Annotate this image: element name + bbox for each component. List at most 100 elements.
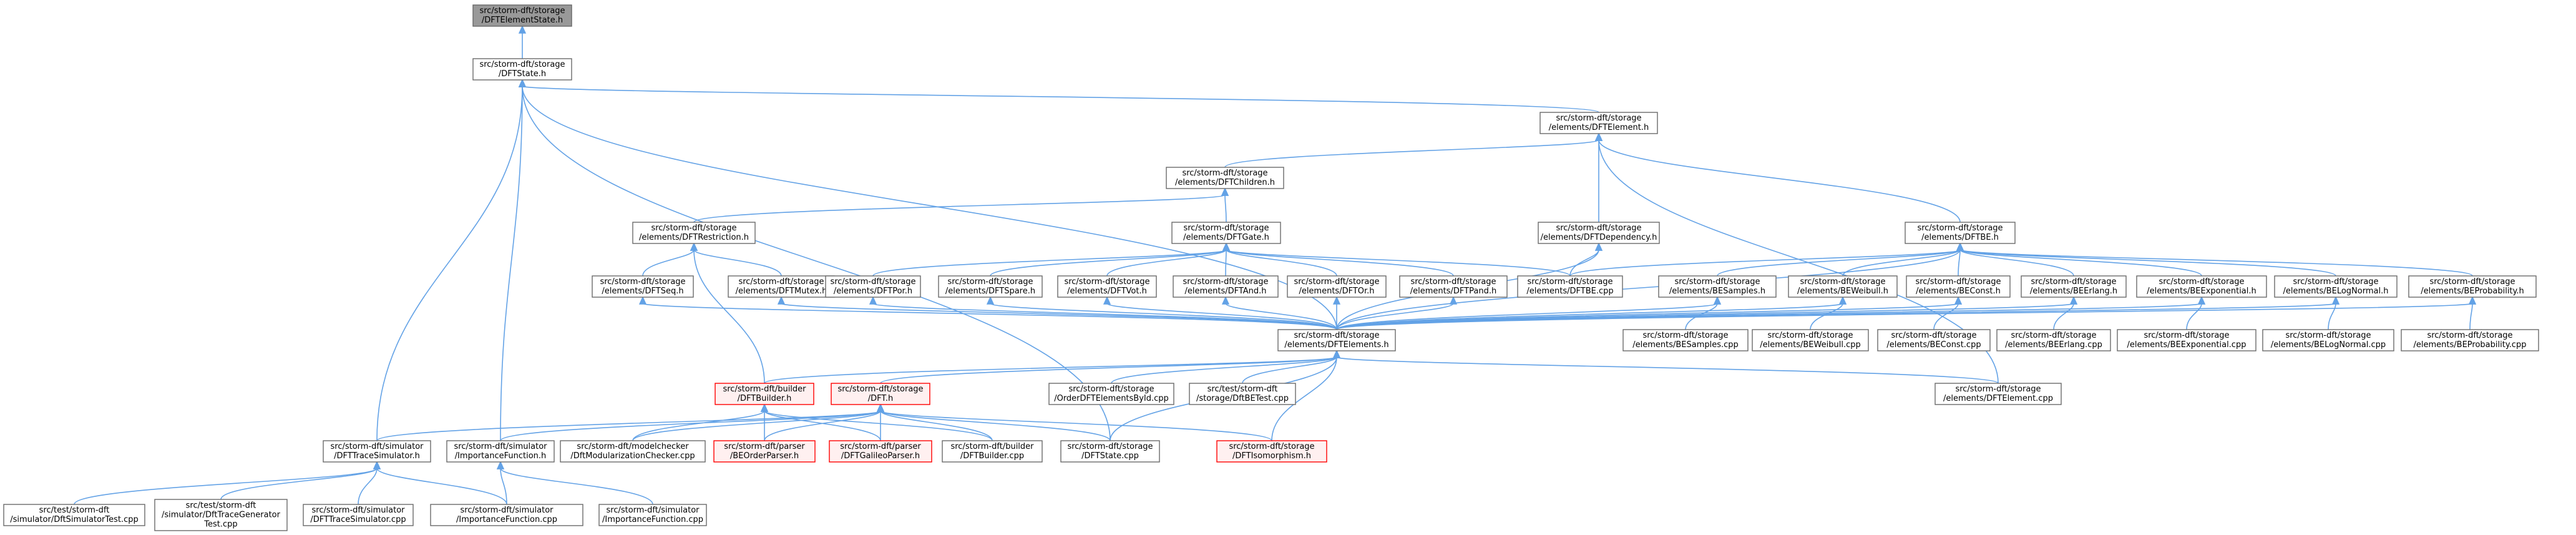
node-besamples-h[interactable]: src/storm-dft/storage/elements/BESamples… <box>1658 275 1777 298</box>
node-tracesim-h[interactable]: src/storm-dft/simulator/DFTTraceSimulato… <box>323 440 431 463</box>
edge-n_and-to-n_dftelements_h <box>1221 296 1337 330</box>
node-dependency[interactable]: src/storm-dft/storage/elements/DFTDepend… <box>1538 222 1660 244</box>
node-gate[interactable]: src/storm-dft/storage/elements/DFTGate.h <box>1171 222 1281 244</box>
edge-line <box>781 303 1337 330</box>
node-galileoparser[interactable]: src/storm-dft/parser/DFTGalileoParser.h <box>829 440 932 463</box>
edge-n_dftelement_h-to-n_be <box>1594 132 1961 223</box>
node-isomorphism[interactable]: src/storm-dft/storage/DFTIsomorphism.h <box>1216 440 1327 463</box>
node-orderbyid[interactable]: src/storm-dft/storage/OrderDFTElementsBy… <box>1048 383 1174 405</box>
edge-line <box>1336 303 2336 330</box>
node-label-line: /elements/BEConst.h <box>1916 287 2001 296</box>
node-beorderparser[interactable]: src/storm-dft/parser/BEOrderParser.h <box>713 440 816 463</box>
node-label-line: /elements/DFTOr.h <box>1299 287 1374 296</box>
node-beexp-h[interactable]: src/storm-dft/storage/elements/BEExponen… <box>2136 275 2267 298</box>
node-box <box>592 275 694 298</box>
node-label-line: /elements/DFTRestriction.h <box>639 233 749 242</box>
edge-n_dftstate_h-to-n_impfunc_h <box>500 79 527 441</box>
edge-line <box>990 303 1337 330</box>
node-restriction[interactable]: src/storm-dft/storage/elements/DFTRestri… <box>632 222 756 244</box>
node-or[interactable]: src/storm-dft/storage/elements/DFTOr.h <box>1287 275 1387 298</box>
edge-line <box>880 410 1272 441</box>
node-tracegentest[interactable]: src/test/storm-dft/simulator/DftTraceGen… <box>154 499 288 531</box>
edge-n_beconst_h-to-n_dftelements_h <box>1336 296 1963 330</box>
node-pand[interactable]: src/storm-dft/storage/elements/DFTPand.h <box>1399 275 1508 298</box>
node-impfunc-cpp2[interactable]: src/storm-dft/simulator/ImportanceFuncti… <box>598 504 707 526</box>
edge-arrowhead <box>690 242 698 251</box>
edge-line <box>500 468 653 505</box>
node-label-line: /elements/DFTElement.cpp <box>1943 394 2053 403</box>
edge-arrowhead <box>2197 296 2206 305</box>
edge-arrowhead <box>1956 242 1964 251</box>
node-dftelements-h[interactable]: src/storm-dft/storage/elements/DFTElemen… <box>1277 329 1396 351</box>
edge-line <box>2053 303 2074 330</box>
node-seq[interactable]: src/storm-dft/storage/elements/DFTSeq.h <box>592 275 694 298</box>
node-builder-cpp[interactable]: src/storm-dft/builder/DFTBuilder.cpp <box>942 440 1043 463</box>
node-beconst-h[interactable]: src/storm-dft/storage/elements/BEConst.h <box>1906 275 2011 298</box>
node-elementstate[interactable]: src/storm-dft/storage/DFTElementState.h <box>472 4 572 27</box>
node-be[interactable]: src/storm-dft/storage/elements/DFTBE.h <box>1905 222 2016 244</box>
node-dft-h[interactable]: src/storm-dft/storage/DFT.h <box>831 383 930 405</box>
node-box <box>1934 383 2062 405</box>
node-beweibull-cpp[interactable]: src/storm-dft/storage/elements/BEWeibull… <box>1752 329 1869 351</box>
node-belognormal-h[interactable]: src/storm-dft/storage/elements/BELogNorm… <box>2274 275 2398 298</box>
edge-line <box>880 356 1337 384</box>
node-dftstate-h[interactable]: src/storm-dft/storage/DFTState.h <box>472 58 572 81</box>
node-beexp-cpp[interactable]: src/storm-dft/storage/elements/BEExponen… <box>2117 329 2256 351</box>
node-dftchildren[interactable]: src/storm-dft/storage/elements/DFTChildr… <box>1166 167 1284 189</box>
edge-n_dft_h-to-n_modchecker <box>632 403 885 441</box>
node-beprob-cpp[interactable]: src/storm-dft/storage/elements/BEProbabi… <box>2401 329 2539 351</box>
node-vot[interactable]: src/storm-dft/storage/elements/DFTVot.h <box>1057 275 1157 298</box>
node-dftelement-h[interactable]: src/storm-dft/storage/elements/DFTElemen… <box>1539 112 1658 134</box>
node-beprob-h[interactable]: src/storm-dft/storage/elements/BEProbabi… <box>2408 275 2537 298</box>
node-box <box>1906 275 2011 298</box>
node-impfunc-cpp1[interactable]: src/storm-dft/simulator/ImportanceFuncti… <box>430 504 583 526</box>
node-dftbe-cpp[interactable]: src/storm-dft/storage/elements/DFTBE.cpp <box>1517 275 1623 298</box>
edge-n_por-to-n_dftelements_h <box>869 296 1337 330</box>
node-tracesim-cpp[interactable]: src/storm-dft/simulator/DFTTraceSimulato… <box>303 504 414 526</box>
node-label-line: src/storm-dft/simulator <box>607 506 700 515</box>
node-drbetest[interactable]: src/test/storm-dft/storage/DftBETest.cpp <box>1189 383 1296 405</box>
node-mutex[interactable]: src/storm-dft/storage/elements/DFTMutex.… <box>728 275 835 298</box>
edge-arrowhead <box>876 403 885 412</box>
node-por[interactable]: src/storm-dft/storage/elements/DFTPor.h <box>825 275 921 298</box>
edge-arrowhead <box>1954 296 1963 305</box>
node-dftstate-cpp[interactable]: src/storm-dft/storage/DFTState.cpp <box>1060 440 1160 463</box>
edge-line <box>500 86 523 441</box>
node-box <box>1057 275 1157 298</box>
node-box <box>154 499 288 531</box>
node-label-line: src/storm-dft/storage <box>1064 277 1149 287</box>
edge-n_mutex-to-n_dftelements_h <box>777 296 1337 330</box>
node-box <box>303 504 414 526</box>
node-box <box>2262 329 2394 351</box>
edge-line <box>1336 356 1999 384</box>
node-label-line: src/storm-dft/parser <box>724 442 805 451</box>
node-spare[interactable]: src/storm-dft/storage/elements/DFTSpare.… <box>938 275 1043 298</box>
node-beconst-cpp[interactable]: src/storm-dft/storage/elements/BEConst.c… <box>1877 329 1991 351</box>
edge-arrowhead <box>1838 296 1847 305</box>
node-belognormal-cpp[interactable]: src/storm-dft/storage/elements/BELogNorm… <box>2262 329 2394 351</box>
node-beerlang-cpp[interactable]: src/storm-dft/storage/elements/BEErlang.… <box>1996 329 2111 351</box>
node-box <box>1287 275 1387 298</box>
node-besamples-cpp[interactable]: src/storm-dft/storage/elements/BESamples… <box>1622 329 1749 351</box>
node-box <box>1517 275 1623 298</box>
node-beerlang-h[interactable]: src/storm-dft/storage/elements/BEErlang.… <box>2021 275 2127 298</box>
node-box <box>1752 329 1869 351</box>
node-label-line: /elements/DFTChildren.h <box>1175 178 1275 187</box>
node-box <box>2021 275 2127 298</box>
edge-n_besamples_h-to-n_dftelements_h <box>1336 296 1722 330</box>
node-simtest[interactable]: src/test/storm-dft/simulator/DftSimulato… <box>3 504 145 526</box>
node-impfunc-h[interactable]: src/storm-dft/simulator/ImportanceFuncti… <box>446 440 555 463</box>
node-box <box>942 440 1043 463</box>
edge-n_dftstate_h-to-n_tracesim_h <box>376 79 527 441</box>
node-modchecker[interactable]: src/storm-dft/modelchecker/DftModulariza… <box>560 440 706 463</box>
node-builder-h[interactable]: src/storm-dft/builder/DFTBuilder.h <box>715 383 814 405</box>
node-label-line: src/storm-dft/builder <box>950 442 1034 451</box>
edge-line <box>376 86 523 441</box>
node-beweibull-h[interactable]: src/storm-dft/storage/elements/BEWeibull… <box>1788 275 1898 298</box>
node-label-line: src/storm-dft/storage <box>2031 277 2116 287</box>
node-and[interactable]: src/storm-dft/storage/elements/DFTAnd.h <box>1173 275 1279 298</box>
edge-line <box>1336 303 1718 330</box>
edge-line <box>1569 249 1961 277</box>
node-label-line: /elements/DFTDependency.h <box>1541 233 1657 242</box>
node-dftelement-cpp[interactable]: src/storm-dft/storage/elements/DFTElemen… <box>1934 383 2062 405</box>
